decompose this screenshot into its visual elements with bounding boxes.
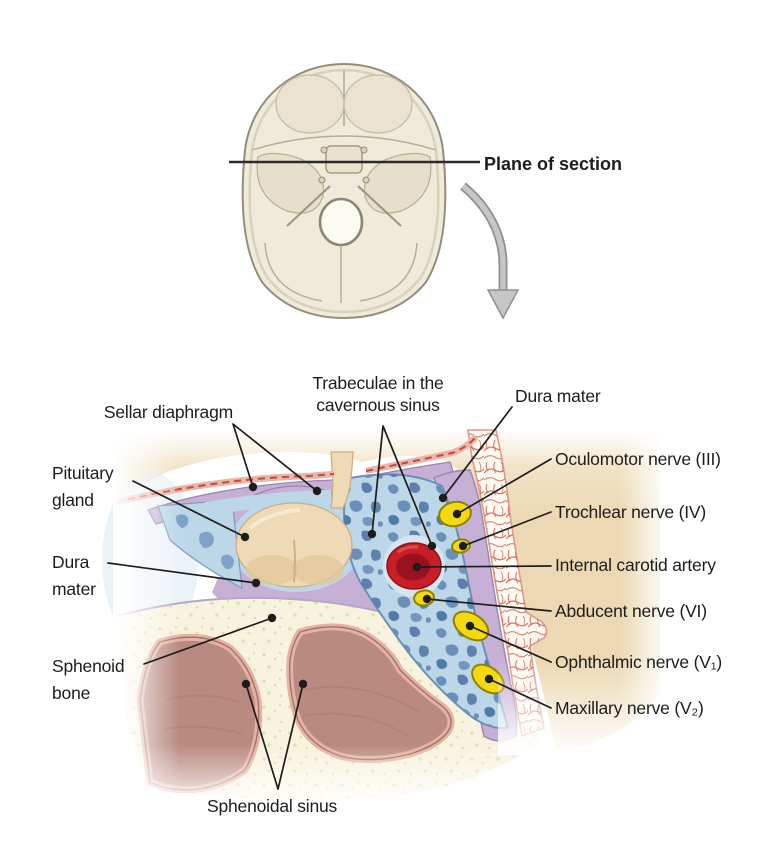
section-labels: Sellar diaphragm Trabeculae in the caver… bbox=[52, 373, 722, 816]
skull-inner-rim bbox=[248, 68, 440, 314]
middle-fossa-left bbox=[256, 152, 325, 214]
posterior-fossa-lines bbox=[264, 242, 418, 302]
label-pituitary-line2: gland bbox=[52, 490, 94, 510]
leader-trochlear bbox=[462, 511, 552, 547]
sphenoidal-sinus-right-shape bbox=[286, 623, 455, 764]
plane-of-section-label: Plane of section bbox=[484, 154, 622, 174]
frontal-fossa-left bbox=[275, 74, 345, 134]
skull-top-view: Plane of section bbox=[229, 62, 622, 320]
leader-trabeculae bbox=[371, 425, 433, 547]
label-internal-carotid: Internal carotid artery bbox=[555, 555, 716, 575]
leader-lines bbox=[107, 406, 552, 790]
label-oculomotor: Oculomotor nerve (III) bbox=[555, 449, 721, 469]
sella-turcica bbox=[325, 145, 363, 174]
label-trabeculae-line1: Trabeculae in the bbox=[312, 373, 443, 393]
anterior-ridge bbox=[251, 135, 437, 151]
leader-maxillary bbox=[488, 678, 552, 709]
leader-sellar-diaphragm bbox=[232, 423, 318, 492]
coronal-section-illustration bbox=[102, 428, 668, 812]
label-trochlear: Trochlear nerve (IV) bbox=[555, 502, 706, 522]
foramen-magnum bbox=[318, 197, 364, 247]
label-sphenoid-line2: bone bbox=[52, 683, 90, 703]
label-maxillary: Maxillary nerve (V₂) bbox=[555, 698, 704, 718]
brain-tissue-shape bbox=[115, 432, 660, 753]
label-abducent: Abducent nerve (VI) bbox=[555, 601, 707, 621]
leader-dura-left bbox=[107, 562, 257, 584]
label-sphenoid-line1: Sphenoid bbox=[52, 656, 124, 676]
leader-carotid bbox=[416, 565, 552, 568]
label-sellar-diaphragm: Sellar diaphragm bbox=[104, 402, 233, 422]
leader-sphenoidal-sinus bbox=[245, 683, 304, 790]
frontal-fossa-right bbox=[343, 74, 413, 134]
leader-abducent bbox=[426, 598, 552, 612]
label-trabeculae-line2: cavernous sinus bbox=[316, 395, 440, 415]
leader-ophthalmic bbox=[469, 625, 552, 663]
pituitary-gland-shape bbox=[235, 451, 354, 588]
leader-dura-top bbox=[442, 406, 513, 499]
middle-fossa-right bbox=[363, 152, 432, 214]
leader-pituitary bbox=[132, 480, 246, 538]
leader-oculomotor bbox=[456, 458, 552, 515]
label-dura-mater-top: Dura mater bbox=[515, 386, 601, 406]
petrous-ridges bbox=[286, 185, 402, 227]
leader-sphenoid-bone bbox=[143, 617, 273, 665]
label-ophthalmic: Ophthalmic nerve (V₁) bbox=[555, 652, 722, 672]
label-pituitary-line1: Pituitary bbox=[52, 463, 114, 483]
label-dura-left-line1: Dura bbox=[52, 552, 90, 572]
section-arrow bbox=[460, 182, 520, 320]
label-dura-left-line2: mater bbox=[52, 579, 96, 599]
label-sphenoidal-sinus: Sphenoidal sinus bbox=[207, 796, 338, 816]
